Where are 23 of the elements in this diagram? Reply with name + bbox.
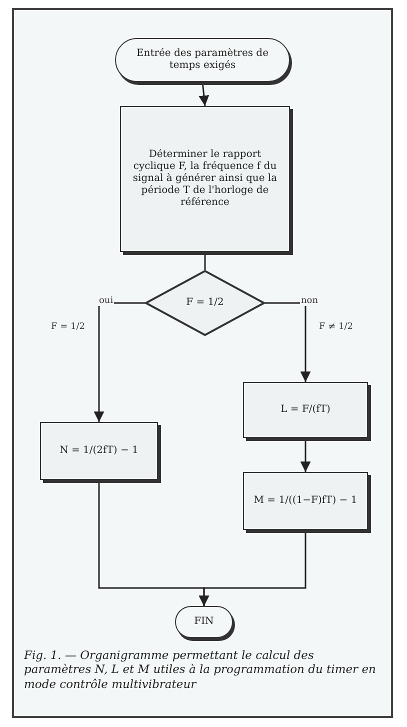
arrow bbox=[198, 530, 306, 606]
node-text: F = 1/2 bbox=[185, 297, 225, 309]
arrow bbox=[265, 302, 311, 382]
process-box bbox=[120, 106, 290, 252]
node-text: N = 1/(2fT) − 1 bbox=[58, 445, 140, 457]
node-text: M = 1/((1−F)fT) − 1 bbox=[252, 495, 358, 507]
arrow bbox=[300, 438, 311, 472]
process-box bbox=[40, 422, 158, 480]
terminal-shape bbox=[115, 38, 290, 82]
decision-diamond bbox=[145, 270, 265, 336]
edge-label: non bbox=[300, 296, 320, 306]
branch-note: F ≠ 1/2 bbox=[318, 322, 354, 332]
node-text: L = F/(fT) bbox=[280, 404, 332, 416]
branch-note: F = 1/2 bbox=[50, 322, 86, 332]
process-box bbox=[243, 472, 368, 530]
node-text: Déterminer le rapport cyclique F, la fréquence f du signal à générer ainsi que la période T de l'horloge de référence bbox=[132, 149, 278, 209]
edge-label: oui bbox=[98, 296, 114, 306]
node-text: Entrée des paramètres de temps exigés bbox=[135, 48, 270, 72]
arrow bbox=[94, 302, 145, 422]
figure-caption: Fig. 1. — Organigramme permettant le calcul des paramètres N, L et M utiles à la programmation du timer en mode contrôle multivibrateur bbox=[24, 648, 377, 692]
terminal-shape bbox=[175, 606, 233, 638]
node-text: FIN bbox=[193, 616, 215, 628]
process-box bbox=[243, 382, 368, 438]
